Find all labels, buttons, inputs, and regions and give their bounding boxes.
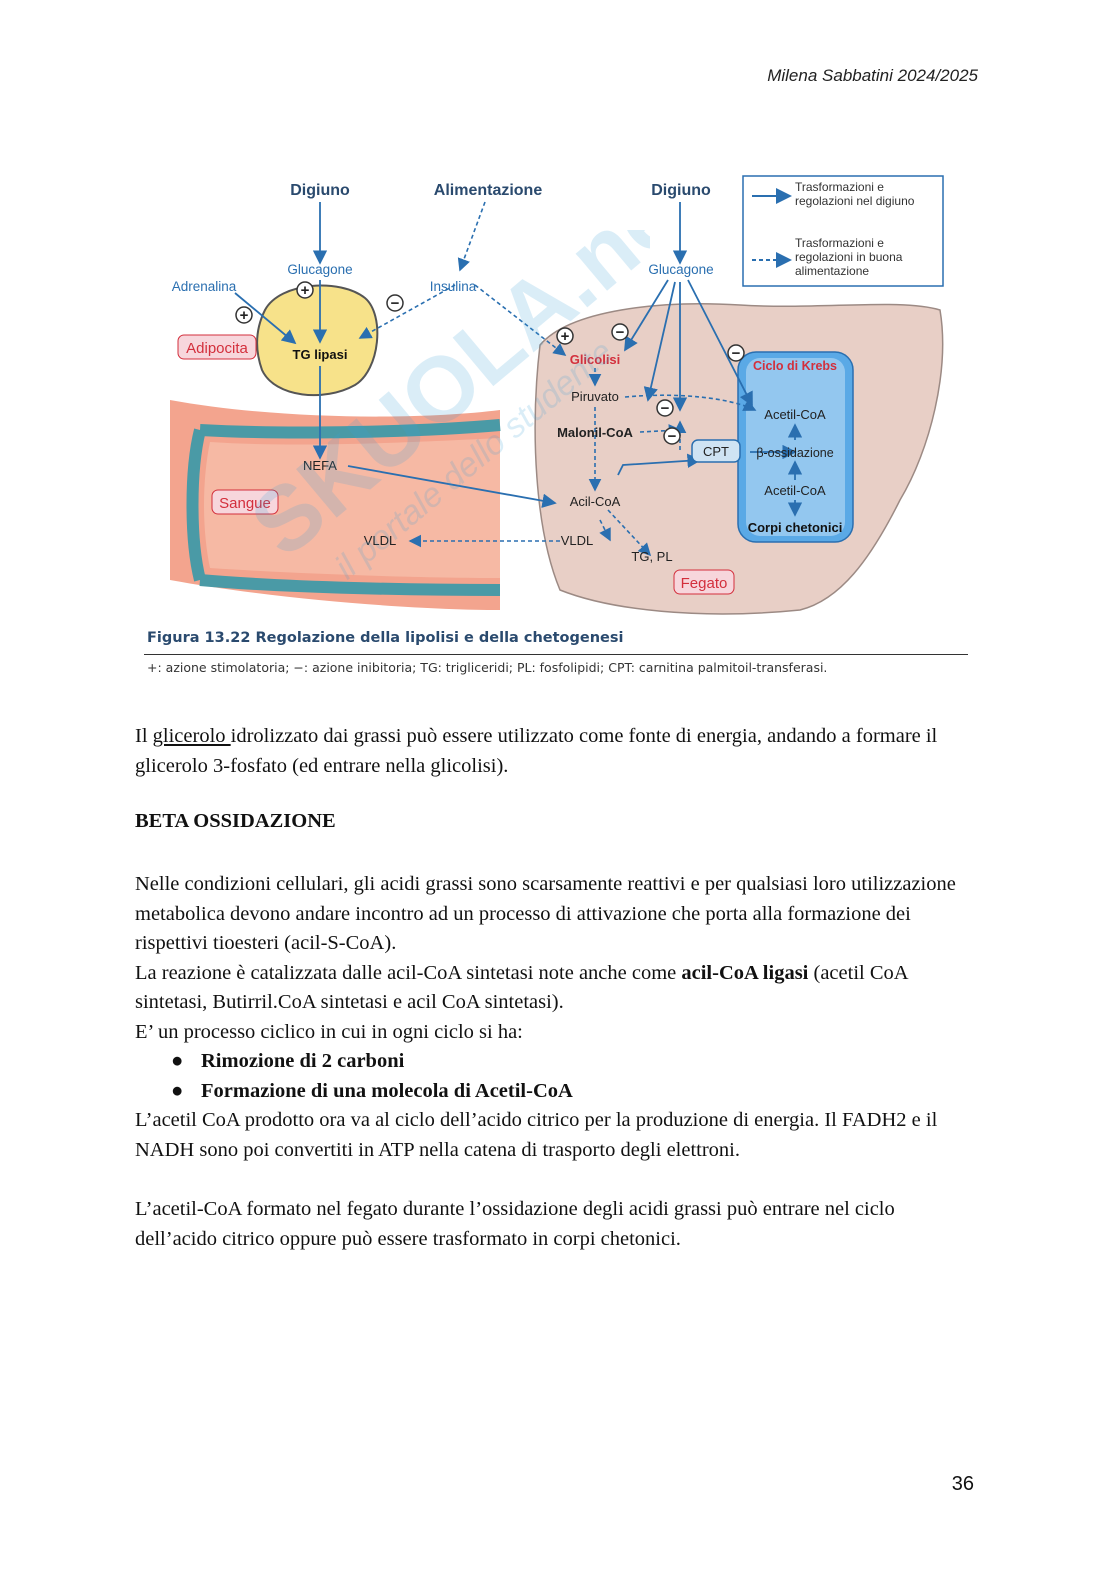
label-fegato: Fegato (681, 575, 728, 592)
label-ciclo-di-krebs: Ciclo di Krebs (753, 359, 837, 373)
label-digiuno-right: Digiuno (651, 182, 711, 199)
label-adrenalina: Adrenalina (172, 279, 237, 294)
p1-underlined-glicerolo: glicerolo (152, 725, 231, 747)
label-acil-coa: Acil-CoA (570, 494, 621, 509)
label-tg-pl: TG, PL (631, 549, 672, 564)
label-vldl-blood: VLDL (364, 533, 397, 548)
cpt-box (691, 439, 741, 463)
label-vldl-liver: VLDL (561, 533, 594, 548)
bullet-item: ●Rimozione di 2 carboni (171, 1050, 405, 1072)
minus-sign-krebs: − (732, 345, 741, 362)
p2-line1: Nelle condizioni cellulari, gli acidi gr… (135, 873, 956, 954)
section-heading-beta-ossidazione: BETA OSSIDAZIONE (135, 810, 336, 832)
paragraph-acetil-coa: L’acetil-CoA formato nel fegato durante … (135, 1198, 895, 1250)
label-nefa: NEFA (303, 458, 337, 473)
page-number: 36 (951, 1473, 974, 1495)
header-author: Milena Sabbatini 2024/2025 (767, 66, 978, 85)
plus-sign-glucagone: + (301, 282, 310, 299)
minus-sign-insulina: − (391, 295, 400, 312)
label-piruvato: Piruvato (571, 389, 619, 404)
label-glicolisi: Glicolisi (570, 352, 621, 367)
label-malonil-coa: Malonil-CoA (557, 425, 633, 440)
minus-sign-glicolisi: − (616, 324, 625, 341)
p1-start: Il (135, 725, 153, 747)
label-digiuno-left: Digiuno (290, 182, 350, 199)
label-insulina: Insulina (430, 279, 477, 294)
p2-line4: L’acetil CoA prodotto ora va al ciclo de… (135, 1109, 938, 1161)
bullet-item: ●Formazione di una molecola di Acetil-Co… (171, 1079, 573, 1102)
legend-dashed-text: Trasformazioni e regolazioni in buona al… (795, 236, 903, 278)
label-acetil-coa-top: Acetil-CoA (764, 407, 826, 422)
minus-sign-acetil: − (661, 400, 670, 417)
vessel-lumen (204, 438, 500, 578)
vessel-wall-bottom (199, 574, 501, 596)
p1-rest: idrolizzato dai grassi può essere utiliz… (135, 725, 938, 777)
label-alimentazione: Alimentazione (434, 182, 543, 199)
vessel-wall-top (199, 419, 501, 439)
figure-caption-description: +: azione stimolatoria; −: azione inibit… (147, 660, 828, 675)
vessel-wall-left (186, 428, 206, 582)
paragraph-beta-ossidazione: Nelle condizioni cellulari, gli acidi gr… (135, 870, 975, 1165)
label-cpt: CPT (703, 444, 729, 459)
label-corpi-chetonici: Corpi chetonici (748, 520, 843, 535)
adipocyte-cell (256, 284, 379, 397)
label-sangue: Sangue (219, 495, 271, 512)
label-beta-ossidazione: β-ossidazione (756, 446, 833, 460)
label-tg-lipasi: TG lipasi (293, 347, 348, 362)
acil-coa-ligasi-bold: acil-CoA ligasi (681, 961, 809, 984)
figure-caption-title: Figura 13.22 Regolazione della lipolisi … (147, 630, 624, 646)
label-glucagone-right: Glucagone (648, 262, 713, 277)
plus-sign-adrenalina: + (240, 307, 249, 324)
figure-diagram: + + − + − − − − Digiuno Alimentazione Di… (170, 175, 944, 615)
caption-divider (144, 654, 968, 655)
plus-sign-glicolisi: + (561, 328, 570, 345)
legend-solid-text: Trasformazioni e regolazioni nel digiuno (795, 180, 915, 208)
paragraph-glicerolo: Il glicerolo idrolizzato dai grassi può … (135, 722, 975, 781)
p2-line2: La reazione è catalizzata dalle acil-CoA… (135, 961, 908, 1014)
p2-line3: E’ un processo ciclico in cui in ogni ci… (135, 1020, 523, 1043)
label-adipocita: Adipocita (186, 340, 248, 357)
label-glucagone-left: Glucagone (287, 262, 352, 277)
label-acetil-coa-bottom: Acetil-CoA (764, 483, 826, 498)
minus-sign-cpt: − (668, 428, 677, 445)
lipolysis-ketogenesis-figure: + + − + − − − − Digiuno Alimentazione Di… (140, 170, 980, 690)
